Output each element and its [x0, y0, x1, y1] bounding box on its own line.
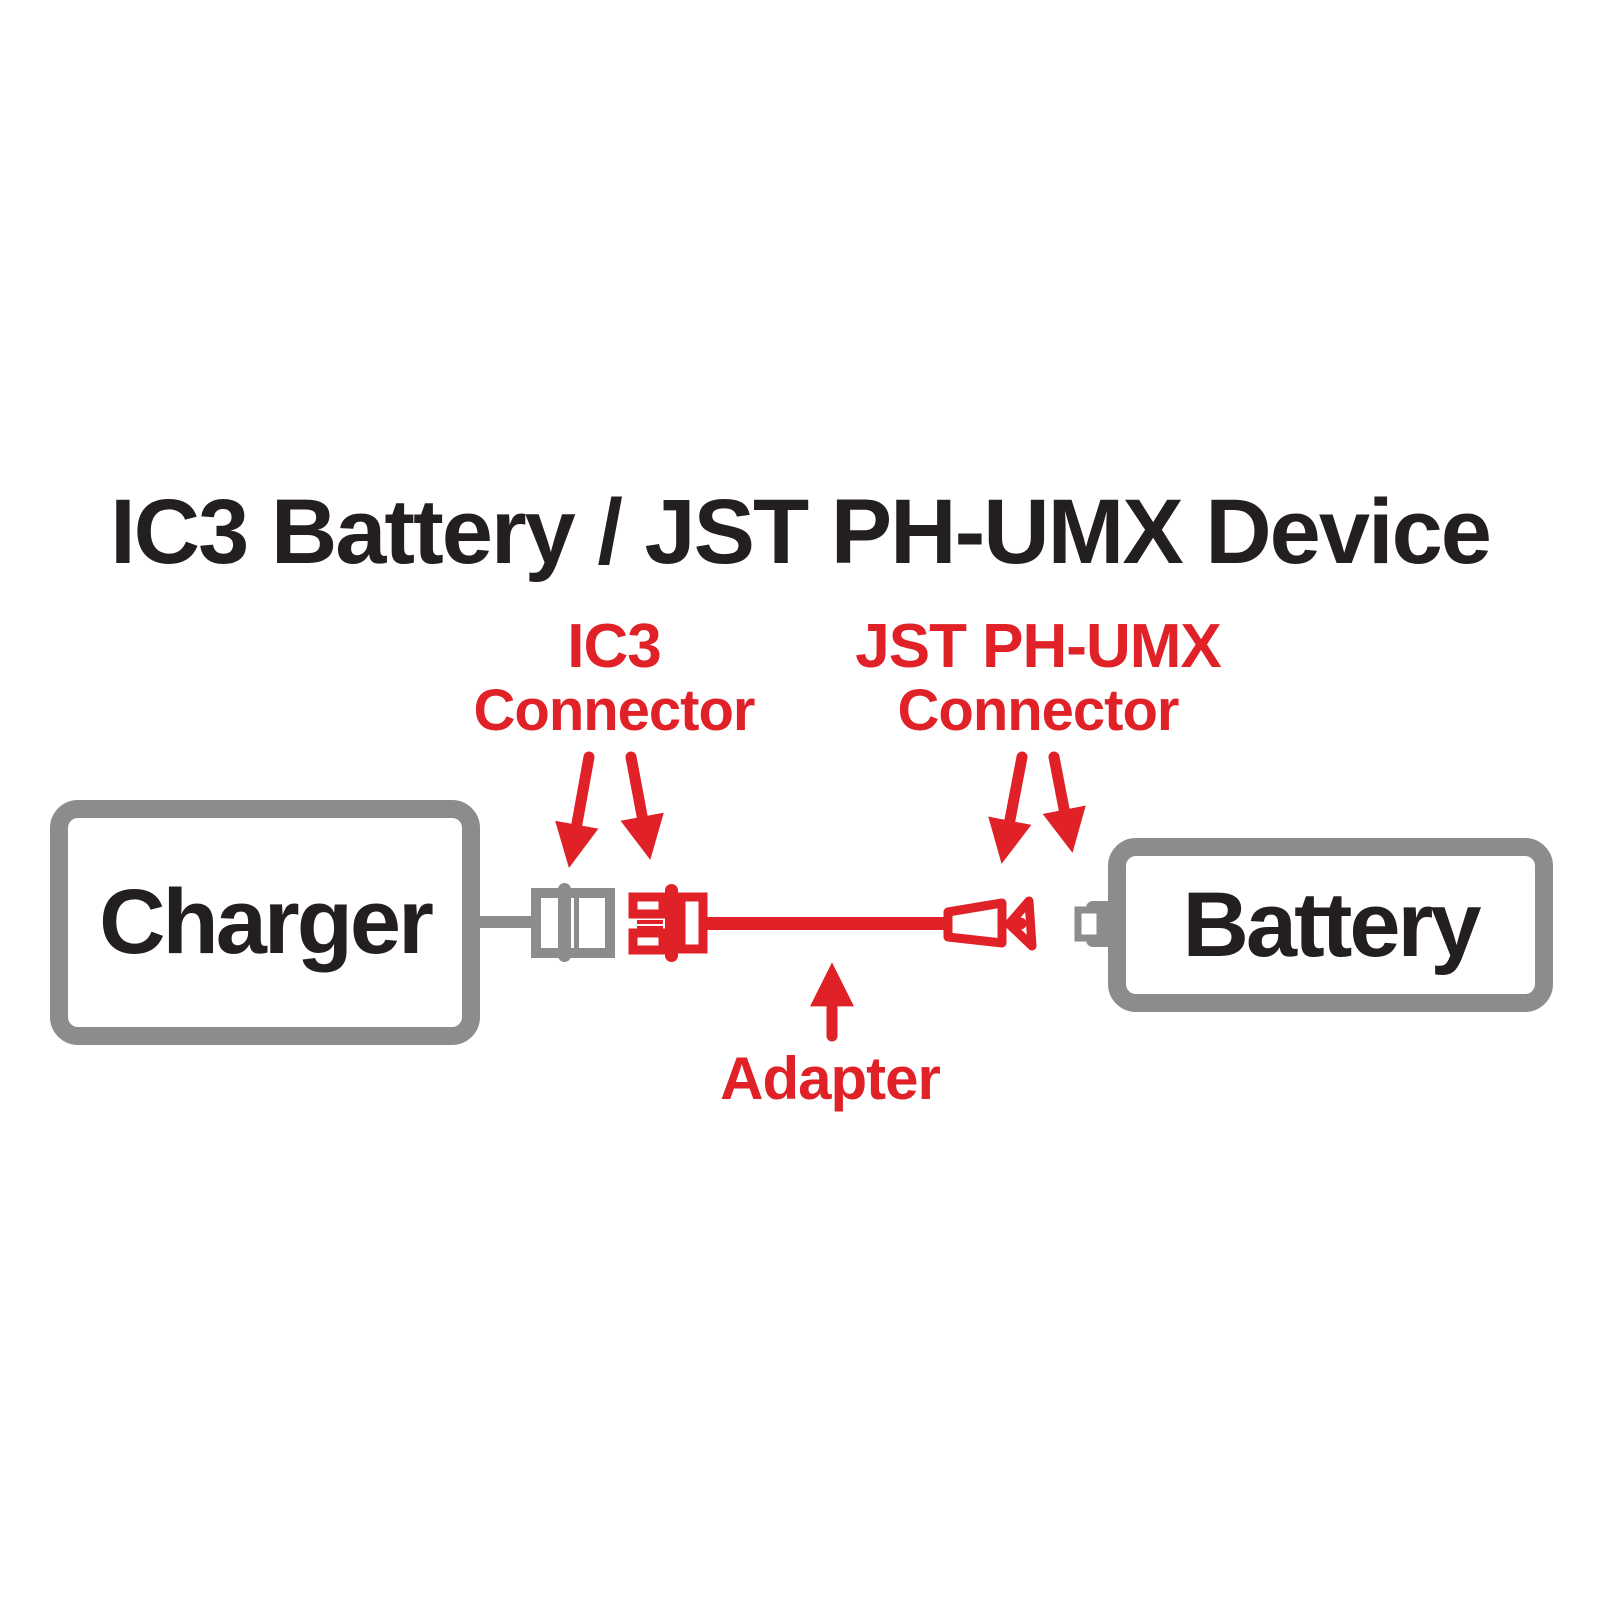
ic3-pointer-arrows: [555, 751, 664, 868]
jst-ph-umx-connector-icon: [943, 896, 1037, 951]
jst-connector-label: JST PH-UMX Connector: [788, 615, 1288, 743]
down-arrow-icon: [620, 751, 664, 860]
down-arrow-icon: [555, 751, 599, 868]
ic3-adapter-connector-icon: [628, 884, 708, 962]
jst-connector-label-line2: Connector: [897, 678, 1180, 743]
charger-box: Charger: [50, 800, 480, 1045]
ic3-connector-label: IC3 Connector: [414, 615, 814, 743]
battery-box: Battery: [1108, 838, 1553, 1012]
ic3-connector-label-line2: Connector: [473, 678, 756, 743]
down-arrow-icon: [988, 751, 1032, 864]
jst-connector-label-line1: JST PH-UMX: [855, 612, 1221, 681]
adapter-cable-icon: [704, 917, 947, 930]
battery-label: Battery: [1182, 873, 1481, 976]
page-title: IC3 Battery / JST PH-UMX Device: [110, 481, 1492, 583]
charger-label: Charger: [99, 871, 434, 973]
adapter-label: Adapter: [720, 1045, 941, 1112]
down-arrow-icon: [1042, 751, 1086, 853]
charger-wire: [468, 916, 538, 928]
battery-port-icon: [1074, 901, 1114, 947]
ic3-connector-label-line1: IC3: [567, 612, 661, 681]
ic3-charger-connector-icon: [531, 883, 615, 962]
jst-pointer-arrows: [988, 751, 1086, 864]
